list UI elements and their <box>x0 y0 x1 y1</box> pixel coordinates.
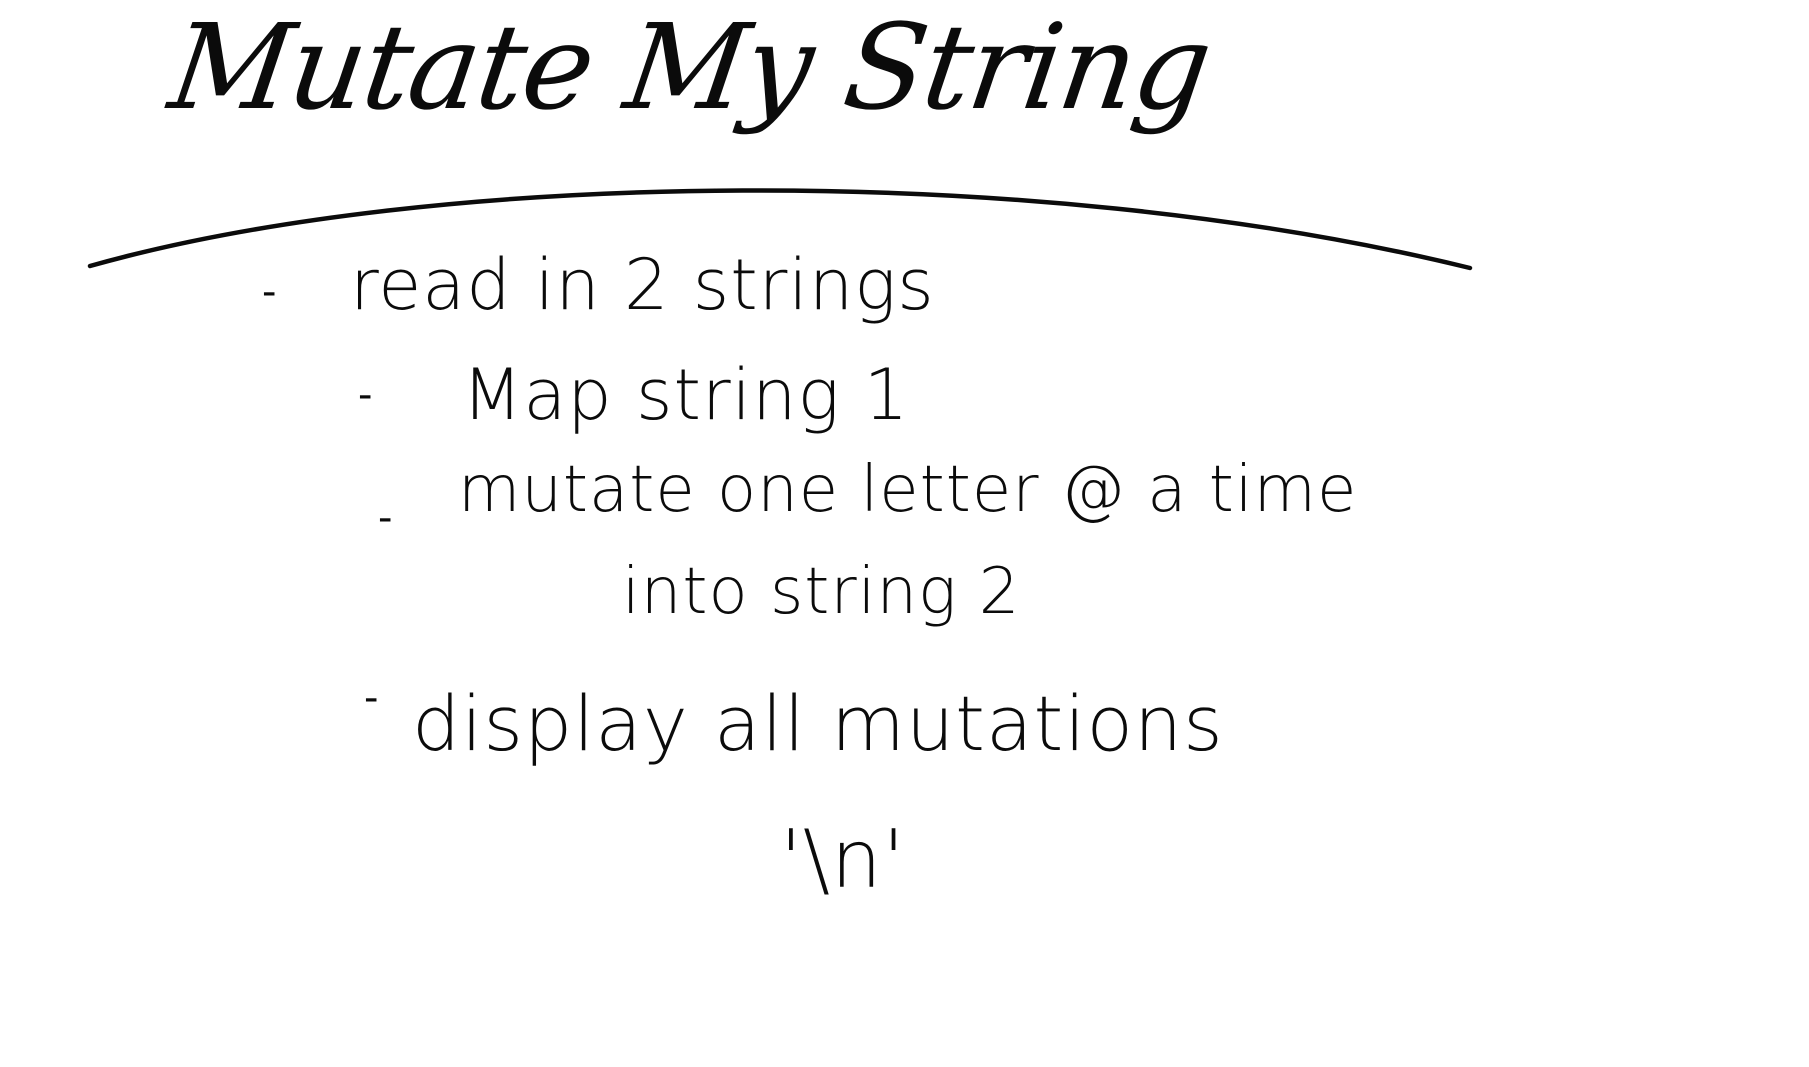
note-item-display-mutations: display all mutations <box>412 679 1224 768</box>
bullet-dash: - <box>378 495 393 541</box>
note-item-map-string: Map string 1 <box>462 354 910 436</box>
bullet-dash: - <box>364 675 379 721</box>
note-item-newline: '\n' <box>780 813 906 906</box>
bullet-dash: - <box>358 372 373 418</box>
note-item-mutate-letter-continued: into string 2 <box>622 555 1021 629</box>
note-item-read-strings: read in 2 strings <box>350 244 935 326</box>
note-title: Mutate My String <box>162 0 1218 136</box>
note-item-mutate-letter: mutate one letter @ a time <box>458 453 1358 527</box>
bullet-dash: - <box>262 269 277 315</box>
